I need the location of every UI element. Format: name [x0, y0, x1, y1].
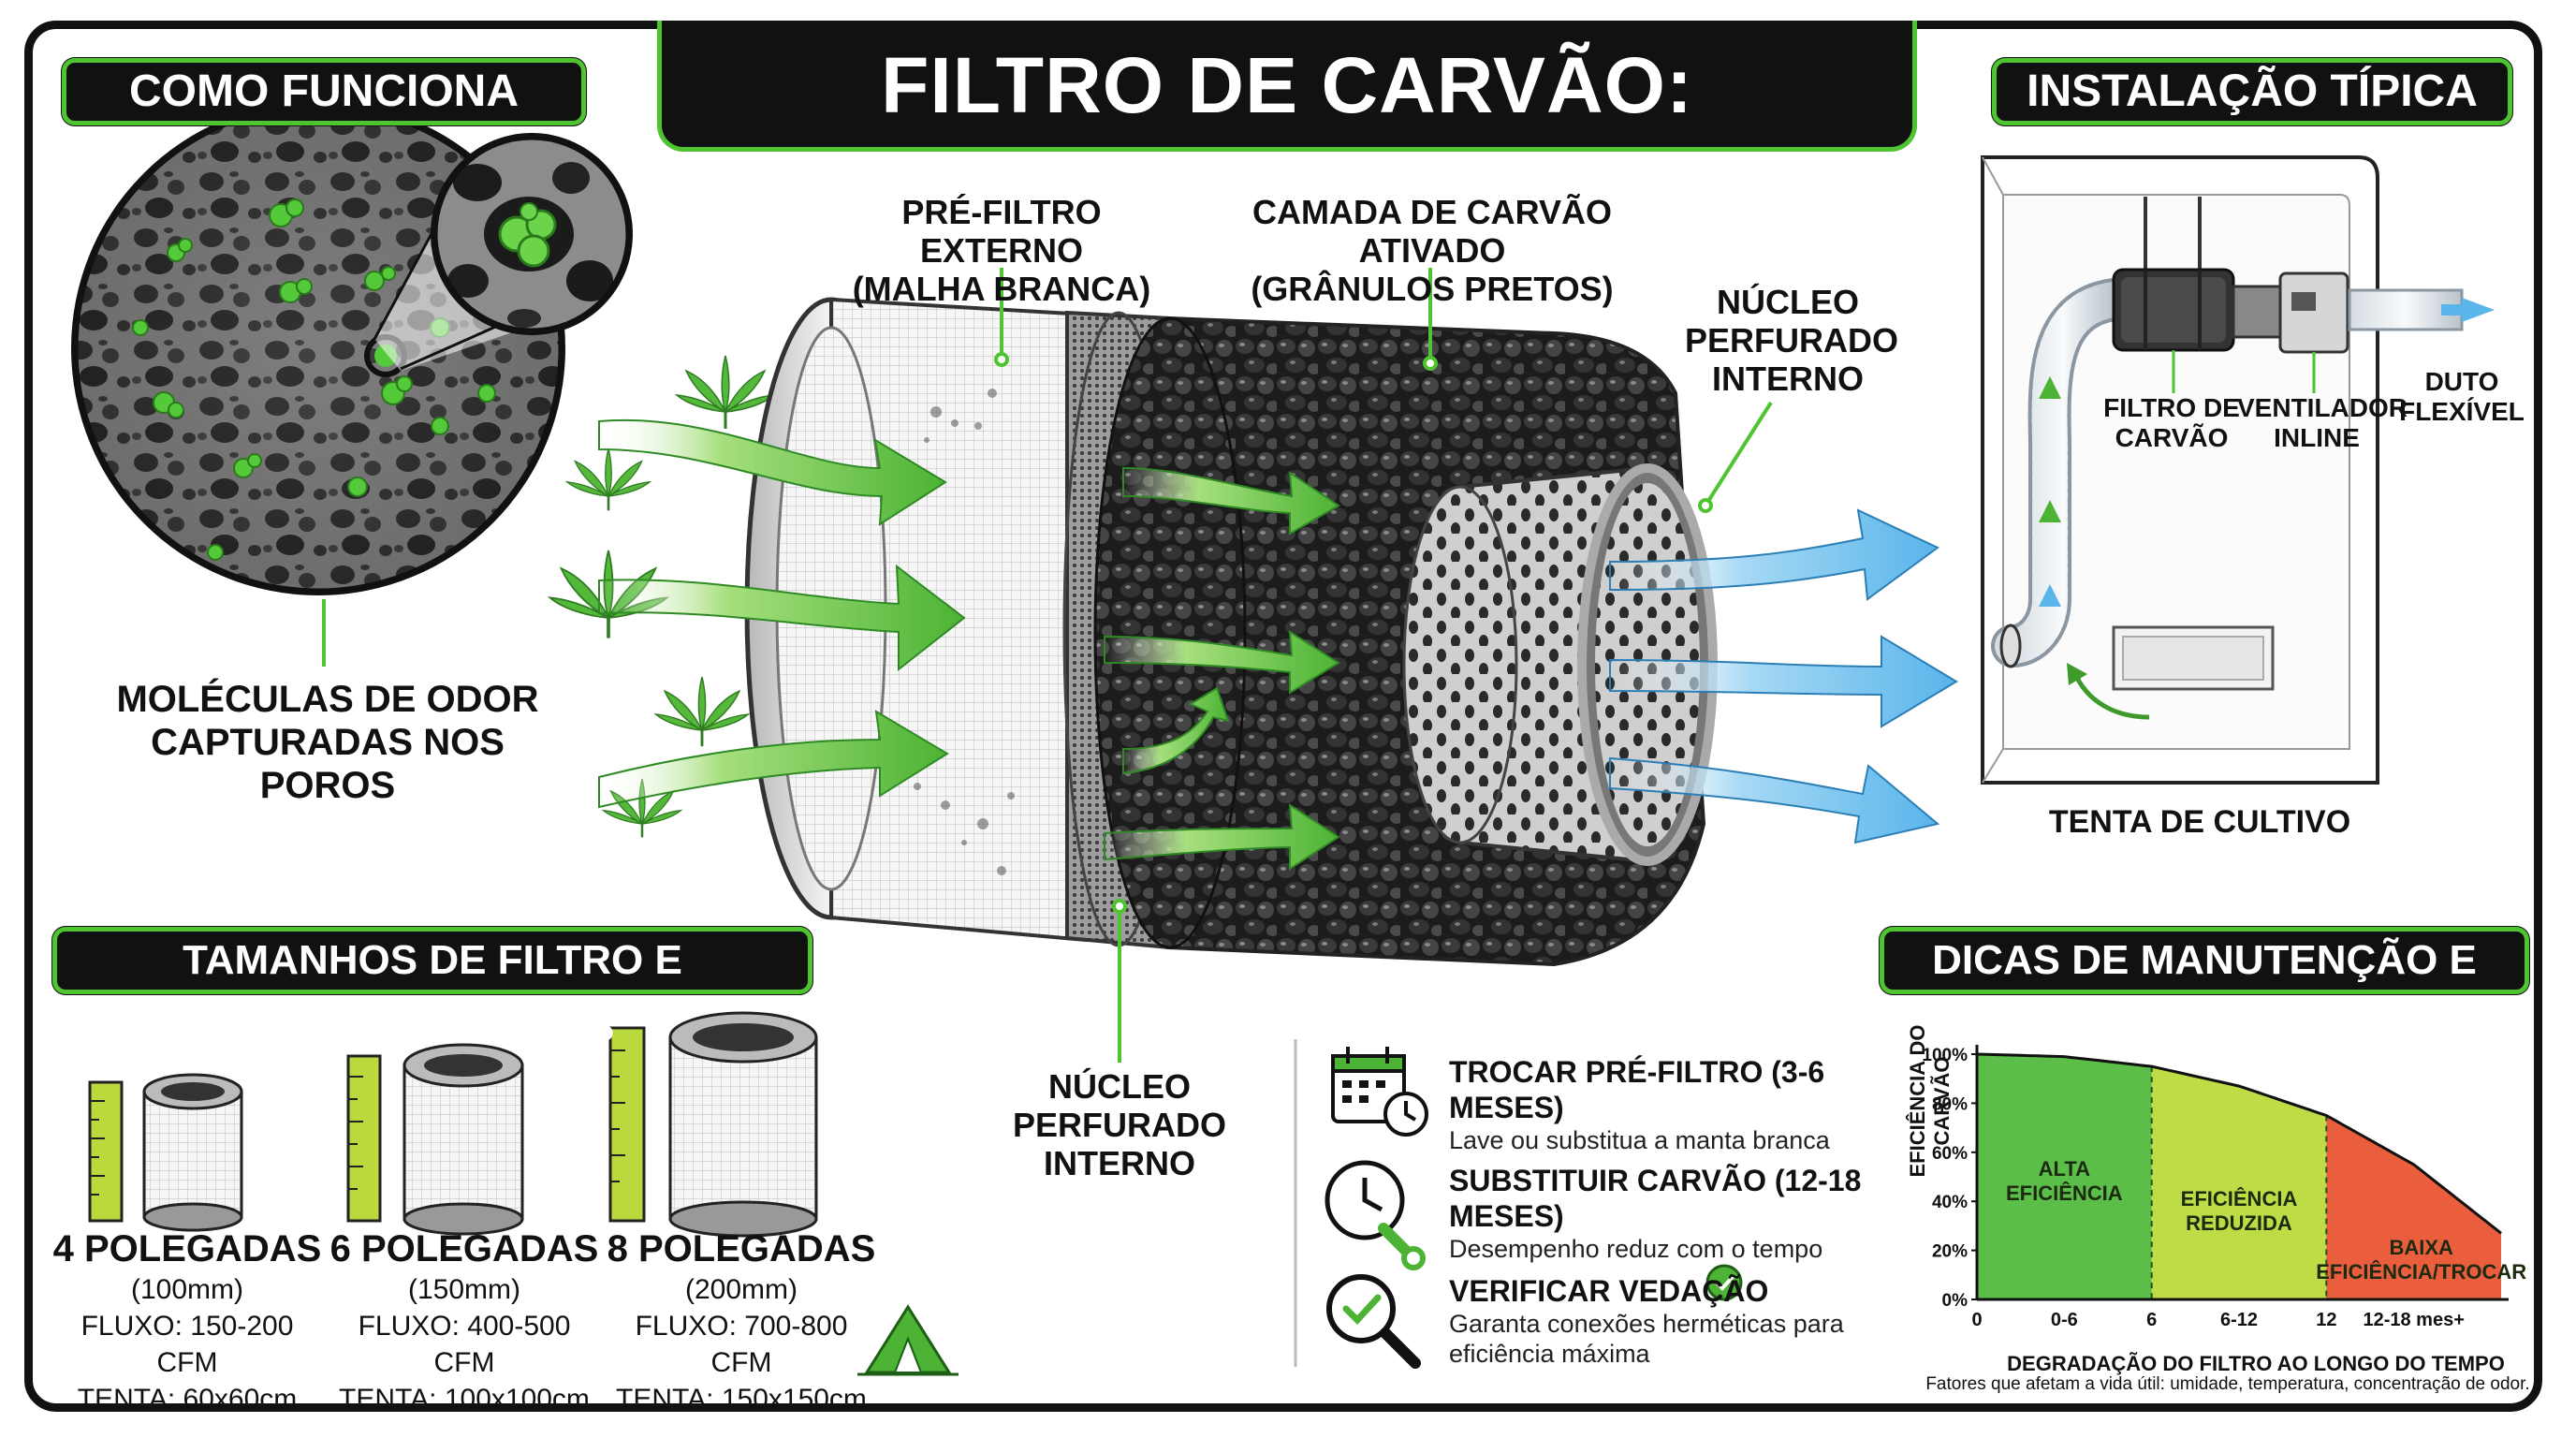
pores-caption: MOLÉCULAS DE ODOR CAPTURADAS NOS POROS: [94, 678, 562, 807]
inner-core-label-bottom-line2: INTERNO: [1044, 1144, 1195, 1182]
size-8in-icon: [608, 1011, 818, 1238]
verified-badge-icon: [1705, 1264, 1743, 1301]
tip-title: SUBSTITUIR CARVÃO (12-18 MESES): [1449, 1164, 1862, 1233]
chart-zone-area: [1977, 1054, 2152, 1299]
install-fan-label: VENTILADOR INLINE: [2237, 393, 2408, 453]
page-title: FILTRO DE CARVÃO: CONTROLE DE ODOR: [657, 21, 1917, 258]
prefilter-label: PRÉ-FILTRO EXTERNO (MALHA BRANCA): [824, 193, 1179, 308]
size-flow: FLUXO: 150-200 CFM: [80, 1311, 294, 1378]
inner-core-label-bottom: NÚCLEO PERFURADO INTERNO: [970, 1067, 1269, 1182]
size-mm: (200mm): [684, 1274, 798, 1305]
airflow-out-arrows: [1609, 508, 1958, 844]
size-name: 8 POLEGADAS: [607, 1228, 876, 1269]
size-mm: (150mm): [407, 1274, 520, 1305]
tip-desc: Lave ou substitua a manta branca: [1449, 1126, 1830, 1154]
tip-desc: Desempenho reduz com o tempo: [1449, 1235, 1823, 1263]
pore-zoom-icon: [431, 133, 633, 335]
section-header-tips: DICAS DE MANUTENÇÃO E VIDA ÚTIL: [1880, 927, 2529, 1050]
chart-x-range-label: 12-18 mes+: [2363, 1310, 2464, 1330]
install-filter-label-line2: CARVÃO: [2115, 423, 2229, 452]
inner-core-label-top-line1: NÚCLEO: [1717, 283, 1859, 321]
calendar-clock-icon: [1331, 1047, 1428, 1137]
pores-caption-line1: MOLÉCULAS DE ODOR: [116, 679, 539, 720]
chart-y-tick-label: 100%: [1922, 1046, 1968, 1065]
chart-zone-label: EFICIÊNCIA/TROCAR: [2316, 1260, 2526, 1284]
install-fan-label-line1: VENTILADOR: [2237, 393, 2408, 422]
install-duct-label-line2: FLEXÍVEL: [2399, 397, 2525, 426]
carbon-layer-label-line1: CAMADA DE CARVÃO ATIVADO: [1251, 193, 1612, 270]
carbon-layer-label-line2: (GRÂNULOS PRETOS): [1251, 270, 1614, 308]
install-duct-label-line1: DUTO: [2424, 367, 2499, 396]
tip-desc: Garanta conexões herméticas para: [1449, 1310, 1844, 1338]
install-fan-label-line2: INLINE: [2274, 423, 2360, 452]
chart-zone-label: EFICIÊNCIA: [2006, 1181, 2123, 1205]
size-tent: TENTA: 100x100cm: [339, 1384, 590, 1415]
tent-icon: [857, 1304, 959, 1376]
chart-zone-label: EFICIÊNCIA: [2181, 1187, 2298, 1211]
inner-core-label-top-line2: PERFURADO: [1685, 321, 1899, 360]
chart-y-tick-label: 40%: [1932, 1193, 1968, 1212]
size-mm: (100mm): [130, 1274, 243, 1305]
clock-wrench-icon: [1325, 1160, 1426, 1270]
chart-y-tick-label: 0%: [1942, 1291, 1969, 1311]
inner-core-label-bottom-line1: NÚCLEO PERFURADO: [1012, 1067, 1226, 1144]
pores-caption-line2: CAPTURADAS NOS POROS: [151, 722, 505, 806]
chart-zone-label: REDUZIDA: [2186, 1211, 2292, 1235]
size-tent: TENTA: 150x150cm: [616, 1384, 867, 1415]
chart-footnote: Fatores que afetam a vida útil: umidade,…: [1925, 1374, 2530, 1394]
size-6in-icon: [346, 1043, 524, 1236]
section-header-install: INSTALAÇÃO TÍPICA: [1992, 58, 2512, 125]
inner-core-label-top: NÚCLEO PERFURADO INTERNO: [1685, 283, 1899, 398]
tip-desc-line2: eficiência máxima: [1449, 1340, 1650, 1368]
size-card-6in: 6 POLEGADAS (150mm) FLUXO: 400-500 CFM T…: [324, 1226, 605, 1417]
chart-xlabel: DEGRADAÇÃO DO FILTRO AO LONGO DO TEMPO: [2007, 1352, 2505, 1375]
install-duct-label: DUTO FLEXÍVEL: [2396, 367, 2527, 427]
chart-y-tick-label: 20%: [1932, 1242, 1968, 1262]
size-tent: TENTA: 60x60cm: [77, 1384, 298, 1415]
size-card-8in: 8 POLEGADAS (200mm) FLUXO: 700-800 CFM T…: [601, 1226, 882, 1417]
chart-series-line: [1976, 1052, 2502, 1235]
chart-zone-area: [2151, 1066, 2327, 1299]
chart-x-tick-label: 12: [2316, 1310, 2336, 1330]
chart-zone-label: ALTA: [2039, 1157, 2090, 1181]
install-tent-label: TENTA DE CULTIVO: [2048, 804, 2351, 840]
airflow-in-arrows: [598, 418, 1340, 871]
install-filter-label-line1: FILTRO DE: [2103, 393, 2240, 422]
tip-prefilter: TROCAR PRÉ-FILTRO (3-6 MESES) Lave ou su…: [1449, 1054, 1889, 1155]
install-filter-label: FILTRO DE CARVÃO: [2097, 393, 2247, 453]
tip-title: TROCAR PRÉ-FILTRO (3-6 MESES): [1449, 1055, 1825, 1124]
inner-core-label-top-line3: INTERNO: [1712, 360, 1864, 398]
chart-x-tick-label: 0: [1971, 1310, 1982, 1330]
size-name: 6 POLEGADAS: [329, 1228, 599, 1269]
chart-y-tick-label: 60%: [1932, 1144, 1968, 1164]
chart-zone-label: BAIXA: [2389, 1236, 2453, 1259]
tip-carbon: SUBSTITUIR CARVÃO (12-18 MESES) Desempen…: [1449, 1163, 1889, 1264]
filter-leader-lines: [994, 268, 1773, 1063]
chart-y-tick-label: 80%: [1932, 1094, 1968, 1114]
section-header-sizes: TAMANHOS DE FILTRO E ESPECIFICAÇÕES: [52, 927, 812, 1050]
chart-x-tick-label: 6: [2146, 1310, 2157, 1330]
size-card-4in: 4 POLEGADAS (100mm) FLUXO: 150-200 CFM T…: [47, 1226, 328, 1417]
prefilter-label-line1: PRÉ-FILTRO EXTERNO: [901, 193, 1102, 270]
carbon-layer-label: CAMADA DE CARVÃO ATIVADO (GRÂNULOS PRETO…: [1217, 193, 1647, 308]
size-name: 4 POLEGADAS: [52, 1228, 322, 1269]
size-flow: FLUXO: 400-500 CFM: [358, 1311, 571, 1378]
size-flow: FLUXO: 700-800 CFM: [635, 1311, 848, 1378]
section-header-how: COMO FUNCIONA: [62, 58, 586, 125]
chart-x-range-label: 0-6: [2051, 1310, 2078, 1330]
chart-zone-area: [2326, 1115, 2501, 1299]
prefilter-label-line2: (MALHA BRANCA): [852, 270, 1151, 308]
size-4in-icon: [88, 1073, 243, 1232]
magnifier-check-icon: [1326, 1264, 1743, 1369]
tip-seal: VERIFICAR VEDAÇÃO Garanta conexões hermé…: [1449, 1273, 1889, 1369]
tip-title: VERIFICAR VEDAÇÃO: [1449, 1274, 1769, 1308]
chart-x-range-label: 6-12: [2220, 1310, 2258, 1330]
chart-ylabel: EFICIÊNCIA DO CARVÃO: [1906, 1024, 1954, 1178]
grow-tent-diagram: [1981, 155, 2495, 785]
